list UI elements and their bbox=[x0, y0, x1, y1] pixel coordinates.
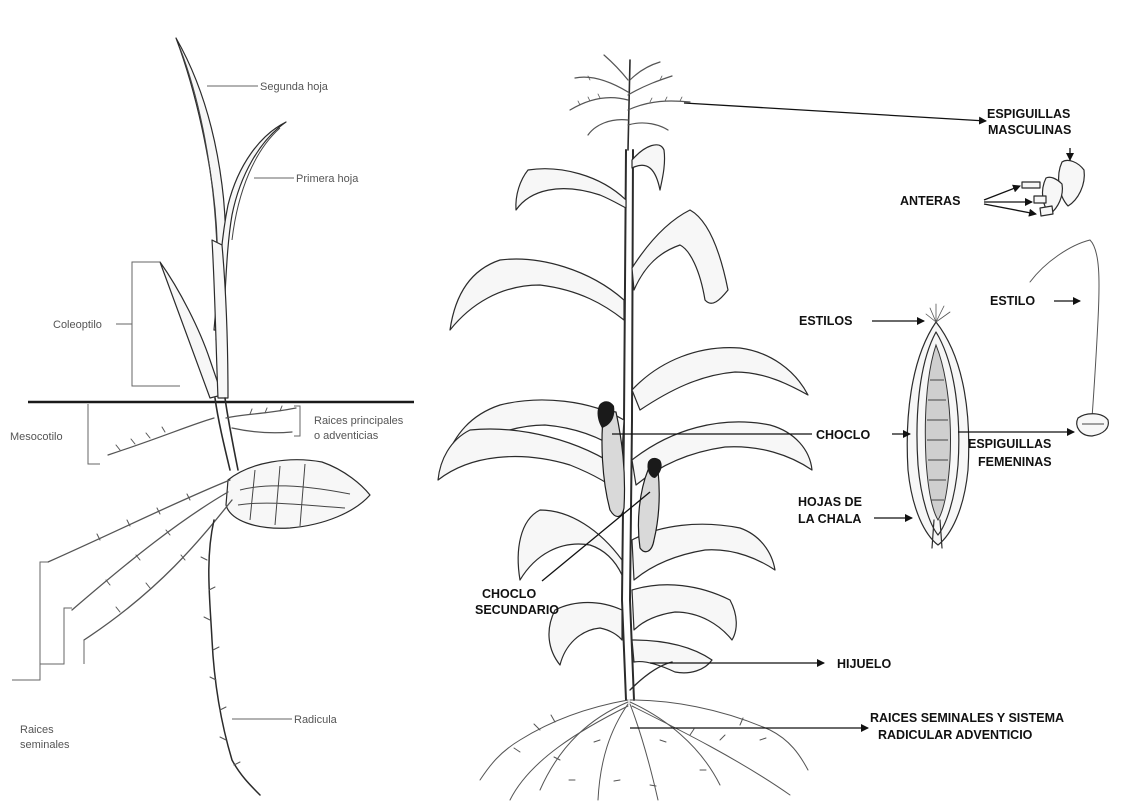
tassel bbox=[570, 55, 690, 150]
label-estilo: ESTILO bbox=[990, 294, 1035, 308]
male-spikelet-detail bbox=[1022, 160, 1084, 216]
leaf-mid-right-2 bbox=[632, 348, 808, 410]
label-raices: Raices bbox=[20, 724, 54, 736]
leaf-upper-right bbox=[632, 145, 665, 190]
mesocotyl bbox=[215, 398, 238, 470]
leaf-mid-right-1 bbox=[632, 210, 728, 303]
label-espiguillas-femeninas-1: ESPIGUILLAS bbox=[968, 437, 1051, 451]
root-system bbox=[480, 700, 808, 800]
leaf-low-left bbox=[549, 603, 622, 666]
label-hijuelo: HIJUELO bbox=[837, 657, 891, 671]
label-choclo-secundario-2: SECUNDARIO bbox=[475, 603, 559, 617]
label-radicula: Radicula bbox=[294, 714, 338, 726]
radicle bbox=[209, 520, 260, 795]
label-coleoptilo: Coleoptilo bbox=[53, 319, 102, 331]
label-hojas-de: HOJAS DE bbox=[798, 495, 862, 509]
label-seminales: seminales bbox=[20, 739, 70, 751]
label-choclo: CHOCLO bbox=[816, 428, 870, 442]
label-estilos: ESTILOS bbox=[799, 314, 852, 328]
coleoptile bbox=[160, 262, 222, 398]
seedling-illustration: Segunda hoja Primera hoja Coleoptilo Mes… bbox=[10, 38, 414, 795]
leaf-low-right bbox=[632, 585, 736, 640]
leaf-lower-left-2 bbox=[518, 510, 622, 580]
label-la-chala: LA CHALA bbox=[798, 512, 861, 526]
label-raices-seminales: RAICES SEMINALES Y SISTEMA bbox=[870, 711, 1064, 725]
label-segunda-hoja: Segunda hoja bbox=[260, 81, 329, 93]
label-mesocotilo: Mesocotilo bbox=[10, 431, 63, 443]
leaf-upper-left bbox=[516, 169, 626, 210]
leaf-lower-left-1 bbox=[438, 429, 622, 495]
label-adventicias: o adventicias bbox=[314, 430, 379, 442]
label-espiguillas-masculinas-2: MASCULINAS bbox=[988, 123, 1071, 137]
mature-plant-illustration: ESPIGUILLAS MASCULINAS ANTERAS ESTILO ES… bbox=[438, 55, 1108, 800]
ear-cross-section bbox=[907, 304, 969, 548]
label-choclo-secundario-1: CHOCLO bbox=[482, 587, 536, 601]
label-primera-hoja: Primera hoja bbox=[296, 173, 359, 185]
label-anteras: ANTERAS bbox=[900, 194, 960, 208]
label-raices-principales: Raices principales bbox=[314, 415, 404, 427]
female-spikelet-detail bbox=[1030, 240, 1108, 436]
label-espiguillas-masculinas-1: ESPIGUILLAS bbox=[987, 107, 1070, 121]
label-espiguillas-femeninas-2: FEMENINAS bbox=[978, 455, 1052, 469]
leaf-mid-left-1 bbox=[450, 259, 624, 330]
label-radicular-adventicio: RADICULAR ADVENTICIO bbox=[878, 728, 1033, 742]
